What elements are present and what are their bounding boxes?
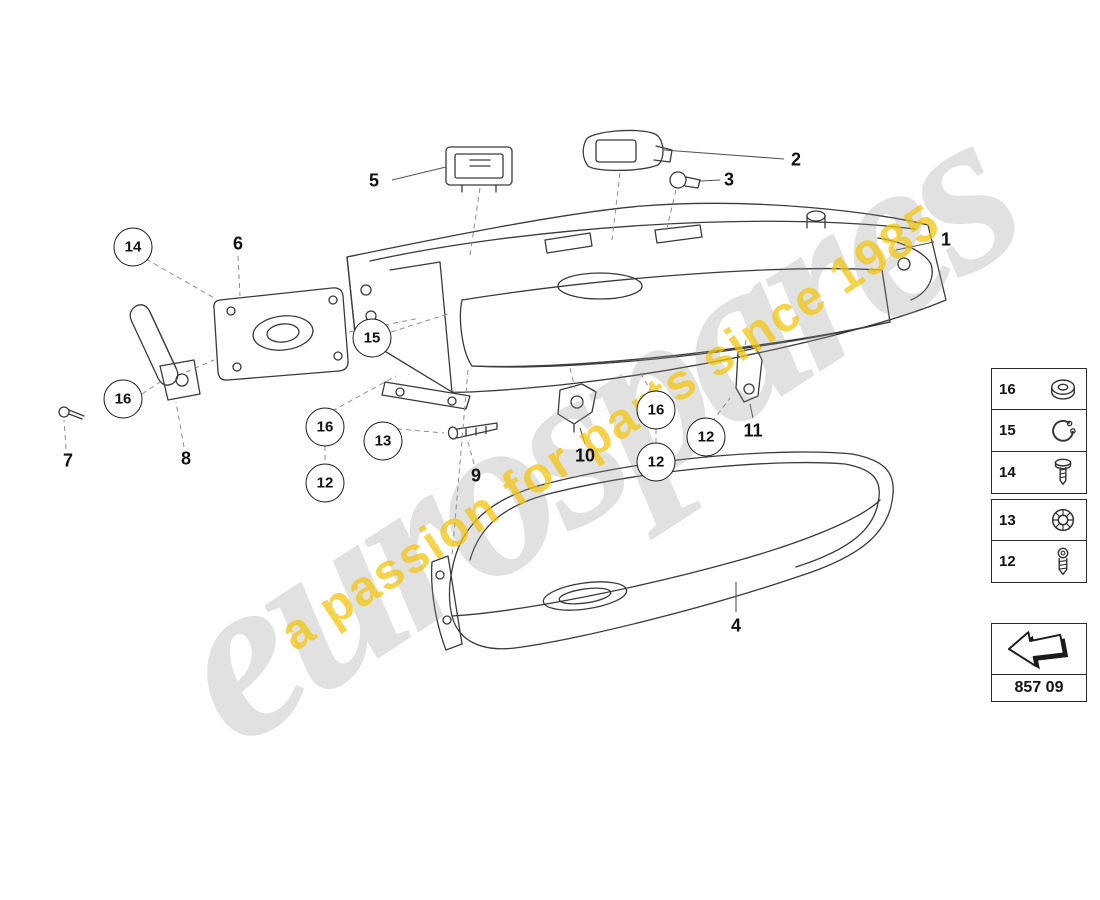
legend-number: 12	[999, 553, 1016, 571]
legend-number: 13	[999, 511, 1016, 529]
bolt-icon	[1047, 546, 1079, 578]
legend-item-14[interactable]: 14	[991, 450, 1087, 494]
parts-diagram-art	[58, 129, 947, 651]
callout-1[interactable]: 1	[940, 229, 952, 250]
callout-6[interactable]: 6	[232, 233, 244, 254]
screw-icon	[1047, 456, 1079, 488]
callout-9[interactable]: 9	[470, 465, 482, 486]
callout-16[interactable]: 16	[305, 407, 345, 447]
part-code-box[interactable]: 857 09	[991, 623, 1087, 702]
legend-item-13[interactable]: 13	[991, 498, 1087, 542]
callout-15[interactable]: 15	[352, 318, 392, 358]
callout-12[interactable]: 12	[636, 442, 676, 482]
callout-8[interactable]: 8	[180, 448, 192, 469]
callout-12[interactable]: 12	[686, 417, 726, 457]
legend-item-12[interactable]: 12	[991, 540, 1087, 584]
legend-item-16[interactable]: 16	[991, 368, 1087, 411]
callout-13[interactable]: 13	[363, 421, 403, 461]
legend-item-15[interactable]: 15	[991, 409, 1087, 453]
callout-4[interactable]: 4	[730, 615, 742, 636]
legend-list: 16 15 14 13 12	[991, 368, 1087, 584]
side-column: 16 15 14 13 12 857 09	[991, 368, 1087, 702]
callout-11[interactable]: 11	[743, 420, 763, 441]
callout-2[interactable]: 2	[790, 149, 802, 170]
callout-14[interactable]: 14	[113, 227, 153, 267]
part-code: 857 09	[1014, 679, 1064, 696]
callout-12[interactable]: 12	[305, 463, 345, 503]
callout-3[interactable]: 3	[723, 169, 735, 190]
legend-number: 15	[999, 422, 1016, 440]
circlip-icon	[1047, 415, 1079, 447]
callout-16[interactable]: 16	[103, 379, 143, 419]
callout-5[interactable]: 5	[368, 170, 380, 191]
callout-10[interactable]: 10	[574, 445, 596, 466]
legend-number: 14	[999, 463, 1016, 481]
callout-7[interactable]: 7	[62, 450, 74, 471]
direction-arrow-icon	[992, 624, 1086, 675]
fastener-legend: 16 15 14 13 12	[991, 368, 1087, 584]
legend-number: 16	[999, 381, 1016, 398]
grommet-icon	[1047, 504, 1079, 536]
callout-16[interactable]: 16	[636, 390, 676, 430]
washer-icon	[1047, 374, 1079, 406]
